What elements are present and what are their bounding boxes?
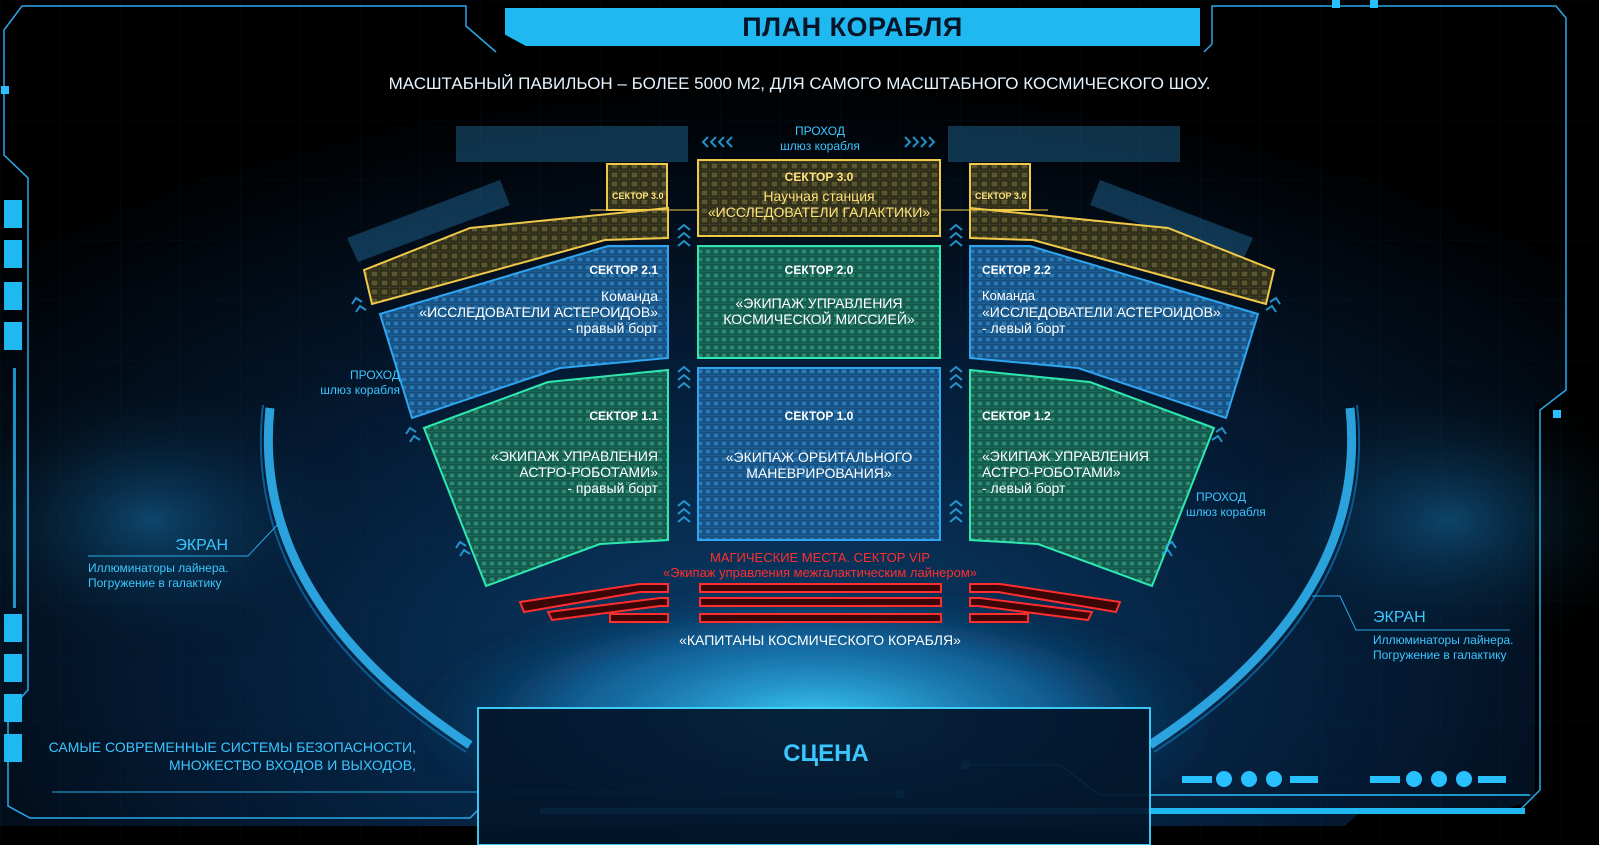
sector-1-2[interactable]: СЕКТОР 1.2 «ЭКИПАЖ УПРАВЛЕНИЯ АСТРО-РОБО…	[982, 409, 1210, 496]
sector-1-0-line1: «ЭКИПАЖ ОРБИТАЛЬНОГО	[725, 449, 913, 465]
security-line2: МНОЖЕСТВО ВХОДОВ И ВЫХОДОВ,	[169, 757, 416, 773]
passage-top-label: ПРОХОД	[795, 124, 845, 138]
passage-top-desc: шлюз корабля	[780, 139, 860, 153]
sector-1-1-title: СЕКТОР 1.1	[589, 409, 658, 423]
page-subtitle: МАСШТАБНЫЙ ПАВИЛЬОН – БОЛЕЕ 5000 М2, ДЛЯ…	[388, 74, 1211, 93]
sector-2-0-line1: «ЭКИПАЖ УПРАВЛЕНИЯ	[735, 295, 903, 311]
passage-left-desc: шлюз корабля	[320, 383, 400, 397]
sector-1-2-line1: «ЭКИПАЖ УПРАВЛЕНИЯ	[982, 448, 1149, 464]
sector-3-0-line1: Научная станция	[763, 188, 875, 204]
security-note: САМЫЕ СОВРЕМЕННЫЕ СИСТЕМЫ БЕЗОПАСНОСТИ, …	[40, 738, 416, 774]
screen-left-line2: Погружение в галактику	[88, 576, 222, 590]
passage-top: ПРОХОД шлюз корабля	[770, 124, 870, 154]
passage-right-desc: шлюз корабля	[1186, 505, 1266, 519]
sector-1-1[interactable]: СЕКТОР 1.1 «ЭКИПАЖ УПРАВЛЕНИЯ АСТРО-РОБО…	[430, 409, 658, 496]
sector-1-2-line2: АСТРО-РОБОТАМИ»	[982, 464, 1121, 480]
sector-3-0-line2: «ИССЛЕДОВАТЕЛИ ГАЛАКТИКИ»	[707, 204, 931, 220]
sector-2-1-line3: - правый борт	[567, 320, 658, 336]
sector-2-1-line2: «ИССЛЕДОВАТЕЛИ АСТЕРОИДОВ»	[419, 304, 658, 320]
sector-3-0[interactable]: СЕКТОР 3.0 Научная станция «ИССЛЕДОВАТЕЛ…	[698, 170, 940, 220]
screen-left-label: ЭКРАН	[175, 537, 228, 554]
sector-1-2-title: СЕКТОР 1.2	[982, 409, 1051, 423]
sector-2-2-line3: - левый борт	[982, 320, 1066, 336]
security-line1: САМЫЕ СОВРЕМЕННЫЕ СИСТЕМЫ БЕЗОПАСНОСТИ,	[48, 739, 416, 755]
sector-1-1-line1: «ЭКИПАЖ УПРАВЛЕНИЯ	[491, 448, 658, 464]
sector-2-2-line1: Команда	[982, 288, 1035, 303]
title-bar: ПЛАН КОРАБЛЯ	[505, 8, 1200, 46]
passage-left-label: ПРОХОД	[350, 368, 400, 382]
sector-1-1-line3: - правый борт	[567, 480, 658, 496]
sector-2-0-line2: КОСМИЧЕСКОЙ МИССИЕЙ»	[723, 311, 915, 327]
sector-2-1-line1: Команда	[600, 288, 658, 304]
screen-left-line1: Иллюминаторы лайнера.	[88, 561, 229, 575]
sector-1-1-line2: АСТРО-РОБОТАМИ»	[519, 464, 658, 480]
screen-right-line1: Иллюминаторы лайнера.	[1373, 633, 1514, 647]
sector-3-0-right-label[interactable]: СЕКТОР 3.0	[975, 191, 1027, 201]
sector-3-0-title: СЕКТОР 3.0	[784, 170, 854, 184]
screen-right: ЭКРАН Иллюминаторы лайнера. Погружение в…	[1373, 609, 1543, 663]
vip-line1: МАГИЧЕСКИЕ МЕСТА. СЕКТОР VIP	[709, 550, 930, 565]
sector-1-0-line2: МАНЕВРИРОВАНИЯ»	[746, 465, 892, 481]
sector-1-0[interactable]: СЕКТОР 1.0 «ЭКИПАЖ ОРБИТАЛЬНОГО МАНЕВРИР…	[698, 409, 940, 481]
sector-2-1-title: СЕКТОР 2.1	[589, 263, 658, 277]
sector-2-2[interactable]: СЕКТОР 2.2 Команда «ИССЛЕДОВАТЕЛИ АСТЕРО…	[982, 263, 1240, 336]
sector-2-0-title: СЕКТОР 2.0	[784, 263, 854, 277]
page-title: ПЛАН КОРАБЛЯ	[742, 11, 963, 42]
screen-right-label: ЭКРАН	[1373, 609, 1426, 626]
vip-line2: «Экипаж управления межгалактическим лайн…	[663, 565, 977, 580]
passage-right: ПРОХОД шлюз корабля	[1186, 490, 1286, 520]
sector-2-1[interactable]: СЕКТОР 2.1 Команда «ИССЛЕДОВАТЕЛИ АСТЕРО…	[400, 263, 658, 336]
passage-left: ПРОХОД шлюз корабля	[300, 368, 400, 398]
screen-left: ЭКРАН Иллюминаторы лайнера. Погружение в…	[88, 537, 229, 591]
sector-1-2-line3: - левый борт	[982, 480, 1066, 496]
screen-right-line2: Погружение в галактику	[1373, 648, 1507, 662]
captains-label: «КАПИТАНЫ КОСМИЧЕСКОГО КОРАБЛЯ»	[679, 632, 961, 648]
sector-2-2-title: СЕКТОР 2.2	[982, 263, 1051, 277]
stage-label: СЦЕНА	[783, 740, 869, 767]
sector-2-0[interactable]: СЕКТОР 2.0 «ЭКИПАЖ УПРАВЛЕНИЯ КОСМИЧЕСКО…	[698, 263, 940, 327]
sector-1-0-title: СЕКТОР 1.0	[784, 409, 854, 423]
passage-right-label: ПРОХОД	[1196, 490, 1246, 504]
sector-2-2-line2: «ИССЛЕДОВАТЕЛИ АСТЕРОИДОВ»	[982, 304, 1221, 320]
sector-3-0-left-label[interactable]: СЕКТОР 3.0	[612, 191, 664, 201]
vip-sector[interactable]: МАГИЧЕСКИЕ МЕСТА. СЕКТОР VIP «Экипаж упр…	[600, 550, 1040, 580]
